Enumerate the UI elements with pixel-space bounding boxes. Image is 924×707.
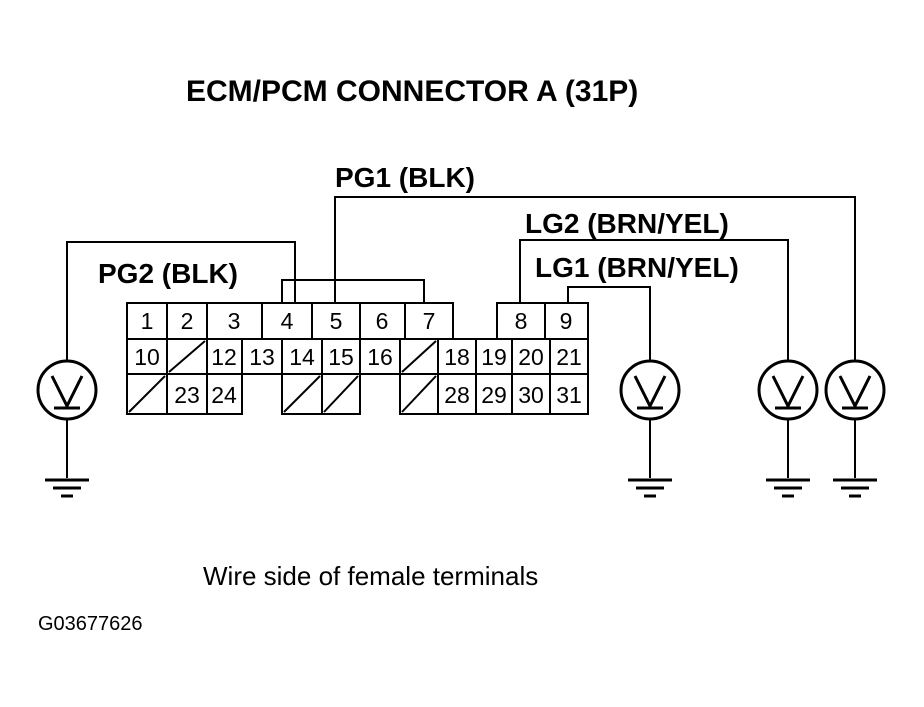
pin-label: 31 <box>556 382 582 408</box>
wire-label-lg1: LG1 (BRN/YEL) <box>535 252 739 283</box>
pin-label: 21 <box>556 344 582 370</box>
pin-label: 6 <box>376 308 389 334</box>
pin-label: 20 <box>518 344 544 370</box>
voltmeter-pg2 <box>36 359 98 478</box>
pin-label: 3 <box>228 308 241 334</box>
pin-label: 16 <box>367 344 393 370</box>
pin-label: 10 <box>134 344 160 370</box>
wire-label-pg1: PG1 (BLK) <box>335 162 475 193</box>
pin-label: 15 <box>328 344 354 370</box>
ground-icon <box>45 478 89 498</box>
pin-label: 19 <box>481 344 507 370</box>
voltmeter-lg1 <box>619 359 681 478</box>
pin-label: 13 <box>249 344 275 370</box>
voltmeter-pg1 <box>824 359 886 478</box>
pin-label: 28 <box>444 382 470 408</box>
pin-label: 29 <box>481 382 507 408</box>
ground-icon <box>766 478 810 498</box>
wire-lg2 <box>519 239 789 362</box>
wire-bridge-4-7 <box>281 279 425 303</box>
pin-label: 8 <box>515 308 528 334</box>
pin-labels-row1: 1 2 3 4 5 6 7 8 9 <box>141 308 573 334</box>
pin-labels-row2: 10 12 13 14 15 16 18 19 20 21 <box>134 344 582 370</box>
ground-icon <box>833 478 877 498</box>
pin-label: 12 <box>211 344 237 370</box>
wire-label-lg2: LG2 (BRN/YEL) <box>525 208 729 239</box>
pin-label: 24 <box>211 382 237 408</box>
voltmeter-lg2 <box>757 359 819 478</box>
pin-label: 14 <box>289 344 315 370</box>
pin-labels-row3: 23 24 28 29 30 31 <box>174 382 582 408</box>
pin-label: 5 <box>330 308 343 334</box>
pin-label: 4 <box>281 308 294 334</box>
wire-label-pg2: PG2 (BLK) <box>98 258 238 289</box>
pin-label: 1 <box>141 308 154 334</box>
pin-label: 9 <box>560 308 573 334</box>
connector-body <box>126 302 589 415</box>
pin-label: 2 <box>181 308 194 334</box>
pin-label: 23 <box>174 382 200 408</box>
diagram-title: ECM/PCM CONNECTOR A (31P) <box>186 75 638 108</box>
diagram-caption: Wire side of female terminals <box>203 561 538 591</box>
pin-label: 30 <box>518 382 544 408</box>
pin-label: 7 <box>423 308 436 334</box>
figure-code: G03677626 <box>38 613 143 635</box>
wire-pg1 <box>334 196 856 362</box>
ground-icon <box>628 478 672 498</box>
wire-pg2 <box>66 241 296 362</box>
pin-label: 18 <box>444 344 470 370</box>
wire-lg1 <box>567 286 651 362</box>
